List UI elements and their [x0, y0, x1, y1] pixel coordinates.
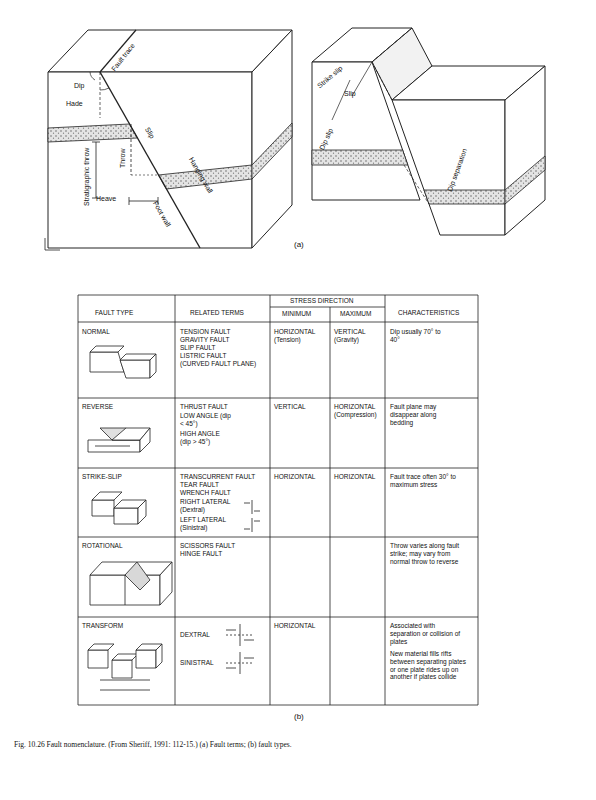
table-cell: REVERSE: [82, 403, 113, 411]
table-header: RELATED TERMS: [190, 309, 244, 317]
table-cell: TENSION FAULT: [180, 328, 230, 336]
table-cell: HINGE FAULT: [180, 550, 222, 558]
table-cell: TEAR FAULT: [180, 481, 219, 489]
table-cell: GRAVITY FAULT: [180, 336, 229, 344]
table-cell: THRUST FAULT: [180, 403, 228, 411]
panel-letter: (a): [294, 240, 304, 250]
fault-type-icons: [88, 346, 172, 690]
sense-symbols: [226, 500, 260, 674]
bed-side: [252, 123, 292, 179]
block-side: [252, 30, 292, 248]
table-cell: Dip usually 70° to 40°: [390, 328, 452, 344]
table-cell: Fault plane may disappear along bedding: [390, 403, 454, 426]
table-cell: HIGH ANGLE (dip > 45°): [180, 430, 232, 446]
table-header: CHARACTERISTICS: [398, 309, 459, 317]
term-label: Hade: [66, 100, 83, 108]
block-top: [48, 30, 292, 72]
strat-throw-line: [96, 142, 97, 198]
table-cell: TRANSCURRENT FAULT: [180, 473, 255, 481]
table-cell: STRIKE-SLIP: [82, 473, 122, 481]
term-label: Throw: [119, 149, 127, 168]
table-cell: HORIZONTAL: [334, 473, 375, 481]
vertical-ref: [100, 72, 101, 118]
panel-letter: (b): [294, 712, 304, 722]
table-header: FAULT TYPE: [95, 309, 133, 317]
table-cell: Associated with separation or collision …: [390, 622, 462, 645]
table-grid: [78, 295, 478, 705]
term-label: Dip: [74, 82, 85, 90]
table-cell: Throw varies along fault strike; may var…: [390, 542, 460, 565]
table-cell: LOW ANGLE (dip < 45°): [180, 412, 232, 428]
table-cell: SLIP FAULT: [180, 344, 216, 352]
table-cell: LEFT LATERAL (Sinistral): [180, 516, 242, 532]
table-header: STRESS DIRECTION: [290, 297, 354, 305]
table-cell: (CURVED FAULT PLANE): [180, 360, 256, 368]
table-cell: SCISSORS FAULT: [180, 542, 235, 550]
dip-arc: [90, 72, 95, 80]
table-cell: VERTICAL: [274, 403, 306, 411]
table-cell: New material fills rifts between separat…: [390, 650, 466, 681]
table-cell: HORIZONTAL: [274, 622, 315, 630]
figure-caption: Fig. 10.26 Fault nomenclature. (From She…: [14, 740, 582, 749]
table-header: MINIMUM: [282, 310, 311, 318]
table-cell: NORMAL: [82, 328, 110, 336]
table-cell: HORIZONTAL (Compression): [334, 403, 384, 419]
table-cell: VERTICAL (Gravity): [334, 328, 384, 344]
table-cell: WRENCH FAULT: [180, 489, 231, 497]
table-cell: SINISTRAL: [180, 659, 214, 667]
table-cell: TRANSFORM: [82, 622, 123, 630]
table-cell: RIGHT LATERAL (Dextral): [180, 498, 242, 514]
table-cell: DEXTRAL: [180, 631, 210, 639]
table-header: MAXIMUM: [340, 310, 371, 318]
table-cell: LISTRIC FAULT: [180, 352, 226, 360]
term-label: Slip: [344, 90, 356, 98]
table-cell: ROTATIONAL: [82, 542, 123, 550]
term-label: Stratigraphic throw: [83, 148, 91, 206]
table-cell: Fault trace often 30° to maximum stress: [390, 473, 462, 489]
hade-arc: [100, 88, 109, 90]
block-front: [48, 72, 252, 248]
throw-line: [131, 124, 132, 175]
table-cell: HORIZONTAL: [274, 473, 315, 481]
bed-footwall: [48, 124, 137, 142]
table-cell: HORIZONTAL (Tension): [274, 328, 329, 344]
term-label: Heave: [96, 195, 116, 203]
fault-plane: [100, 72, 200, 248]
